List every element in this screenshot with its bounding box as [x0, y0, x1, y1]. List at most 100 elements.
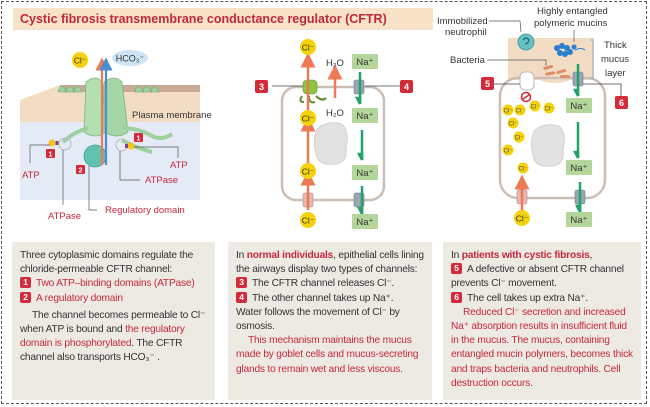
defective-cftr-channel — [519, 71, 535, 91]
panel1-item-1: 1 Two ATP–binding domains (ATPase) — [20, 277, 207, 291]
panel2-item-3: 3 The CFTR channel releases Cl⁻. — [236, 277, 424, 291]
atpase-right-label: ATPase — [145, 175, 178, 186]
atp-phosphate-left — [55, 141, 59, 145]
bacteria-label: Bacteria — [450, 55, 486, 66]
panel1-paragraph: The channel becomes permeable to Cl⁻ whe… — [20, 309, 207, 366]
panel2-intro: In normal individuals, epithelial cells … — [236, 249, 424, 277]
badge-4 — [400, 80, 413, 93]
cl-small-label: Cl⁻ — [504, 109, 513, 115]
atp-molecule-left — [48, 139, 56, 147]
cell-outline — [280, 85, 386, 202]
panel2-item-4-text: The other channel takes up Na⁺. — [252, 292, 394, 304]
cf-cell-nucleus — [531, 124, 565, 167]
atp-phosphate-right — [125, 144, 128, 148]
sodium-ions-normal: Na⁺ Na⁺ Na⁺ Na⁺ — [352, 54, 378, 229]
panel1-para-a: The channel becomes permeable to Cl⁻ whe… — [20, 309, 206, 336]
panel3-consequence-text: Reduced Cl⁻ secretion and increased Na⁺ … — [451, 306, 633, 389]
chloride-ions-normal: Cl⁻ Cl⁻ Cl⁻ Cl⁻ — [300, 39, 316, 228]
badge-6-text: 6 — [619, 98, 624, 108]
cl-label: Cl⁻ — [302, 167, 315, 177]
thick-mucus-label-2: mucus — [601, 54, 629, 65]
neutrophil-label-1: Immobilized — [437, 16, 488, 27]
membrane-protein-left — [57, 85, 83, 93]
trapped-chloride-ions: Cl⁻ Cl⁻ Cl⁻ Cl⁻ Cl⁻ Cl⁻ Cl⁻ Cl⁻ — [502, 100, 555, 174]
atpase-ring-left — [58, 137, 72, 151]
neutrophil-leader — [489, 20, 522, 33]
cl-small-label: Cl⁻ — [531, 105, 540, 111]
cftr-channel-right-lobe — [103, 77, 129, 137]
cftr-arm-right — [121, 126, 174, 141]
membrane-protein-right — [134, 85, 160, 93]
panel1-para-highlight: the regulatory domain is phosphorylated — [20, 324, 185, 350]
mucin-cluster — [554, 43, 577, 57]
bacteria — [543, 65, 570, 78]
cf-na-arrows — [572, 64, 582, 213]
na-label: Na⁺ — [356, 111, 373, 122]
cell-nucleus — [314, 122, 348, 165]
cftr-arm-left — [61, 126, 89, 144]
badge-6: 6 — [451, 291, 462, 303]
atpase-right-leader — [119, 151, 140, 181]
cf-cl-outside-label: Cl⁻ — [516, 214, 529, 224]
cf-cell-outline — [498, 76, 607, 200]
atp-molecule-right — [127, 142, 135, 150]
na-label: Na⁺ — [356, 168, 373, 179]
plasma-membrane-label: Plasma membrane — [132, 110, 212, 121]
cl-label: Cl⁻ — [302, 114, 315, 124]
blocked-icon-slash — [522, 94, 530, 100]
panel1-intro: Three cytoplasmic domains regulate the c… — [20, 250, 194, 276]
cftr-structure-diagram: Cl⁻ HCO₃⁻ Plasma membrane ATP ATP ATPase… — [20, 50, 212, 222]
cl-small-label: Cl⁻ — [509, 122, 518, 128]
badge-2: 2 — [20, 291, 31, 303]
badge-5: 5 — [451, 263, 462, 275]
h2o-bottom-label: H₂O — [326, 108, 344, 119]
na-label: Na⁺ — [570, 215, 587, 226]
bicarbonate-ion — [112, 50, 148, 66]
cl-small-label: Cl⁻ — [516, 109, 525, 115]
badge-3: 3 — [236, 277, 247, 289]
panel2-intro-b: , epithelial cells lining the airways di… — [236, 250, 424, 276]
badge-1: 1 — [20, 277, 31, 289]
cl-label: Cl⁻ — [302, 43, 315, 53]
panel1-item-1-text: Two ATP–binding domains (ATPase) — [36, 278, 195, 290]
thick-mucus-label-1: Thick — [604, 40, 627, 51]
cl-small-label: Cl⁻ — [545, 107, 554, 113]
panel-cftr-structure: Three cytoplasmic domains regulate the c… — [12, 242, 215, 400]
mucin-strand — [574, 48, 586, 51]
badge-5 — [481, 77, 494, 90]
panel3-intro-a: In — [451, 250, 462, 261]
bacteria-leader — [487, 59, 547, 66]
diagram-canvas: Cl⁻ HCO₃⁻ Plasma membrane ATP ATP ATPase… — [20, 6, 629, 229]
na-label: Na⁺ — [570, 163, 587, 174]
panel1-item-2-text: A regulatory domain — [36, 292, 123, 304]
cl-small-label: Cl⁻ — [515, 136, 524, 142]
panel-normal-individuals: In normal individuals, epithelial cells … — [228, 242, 432, 400]
h2o-top-label: H₂O — [326, 58, 344, 69]
badge-6 — [615, 96, 628, 109]
panel2-item-3-text: The CFTR channel releases Cl⁻. — [252, 278, 395, 290]
leader-6 — [583, 83, 622, 96]
cystic-fibrosis-cell-diagram: Cl⁻ Cl⁻ Cl⁻ Cl⁻ Cl⁻ Cl⁻ Cl⁻ Cl⁻ Cl⁻ Na⁺ … — [437, 6, 629, 227]
na-label: Na⁺ — [356, 217, 373, 228]
na-arrows — [354, 72, 364, 215]
badge-1-left-text: 1 — [49, 152, 53, 159]
figure-title: Cystic fibrosis transmembrane conductanc… — [13, 8, 433, 30]
neutrophil — [517, 33, 535, 51]
na-label: Na⁺ — [570, 101, 587, 112]
neutrophil-nucleus — [522, 37, 530, 45]
badge-1-right — [134, 133, 143, 142]
mucins-label-2: polymeric mucins — [534, 18, 608, 29]
panel3-intro-b: , — [589, 250, 593, 261]
atp-right-leader — [134, 146, 179, 158]
badge-5-text: 5 — [485, 79, 490, 89]
cf-cl-outside — [514, 210, 530, 226]
badge-2-text: 2 — [79, 168, 83, 175]
regulatory-domain-label: Regulatory domain — [105, 205, 185, 216]
panel1-para-b: . The CFTR channel also transports HCO₃⁻… — [20, 338, 183, 364]
cftr-channel-normal — [299, 79, 327, 104]
